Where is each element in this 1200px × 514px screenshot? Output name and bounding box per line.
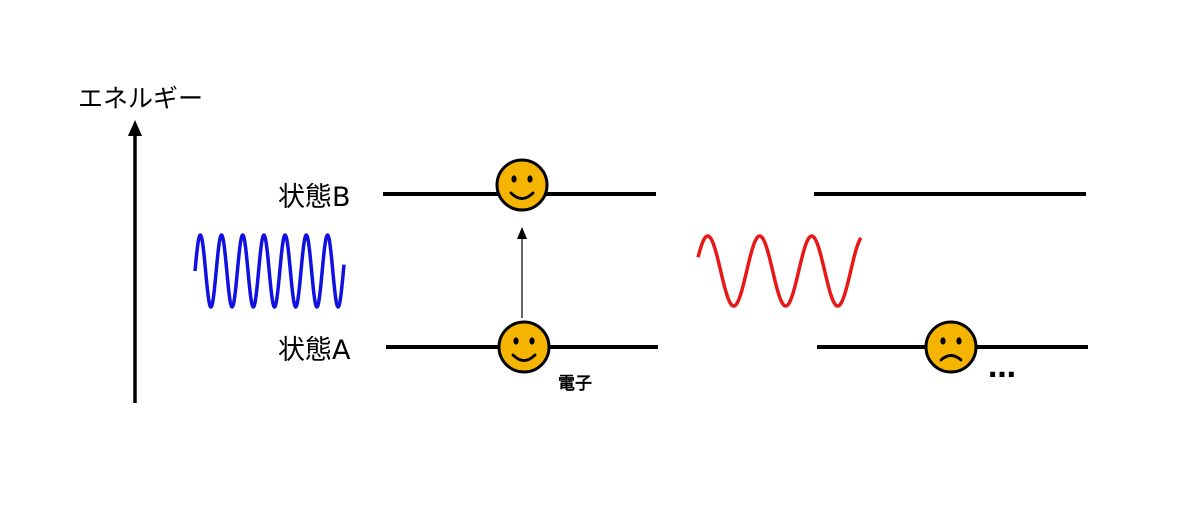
state-b-label: 状態B xyxy=(278,182,351,213)
smiley-icon xyxy=(497,320,551,374)
continuation-ellipsis: … xyxy=(988,351,1016,384)
excitation-arrow xyxy=(517,227,527,318)
long-wavelength-light xyxy=(696,234,863,308)
electron-label: 電子 xyxy=(558,374,592,394)
state-a-label: 状態A xyxy=(278,335,351,366)
axis-label: エネルギー xyxy=(78,84,203,113)
smiley-icon xyxy=(495,158,549,212)
short-wavelength-light xyxy=(193,233,346,309)
energy-axis xyxy=(128,120,142,403)
frown-icon xyxy=(924,320,978,374)
